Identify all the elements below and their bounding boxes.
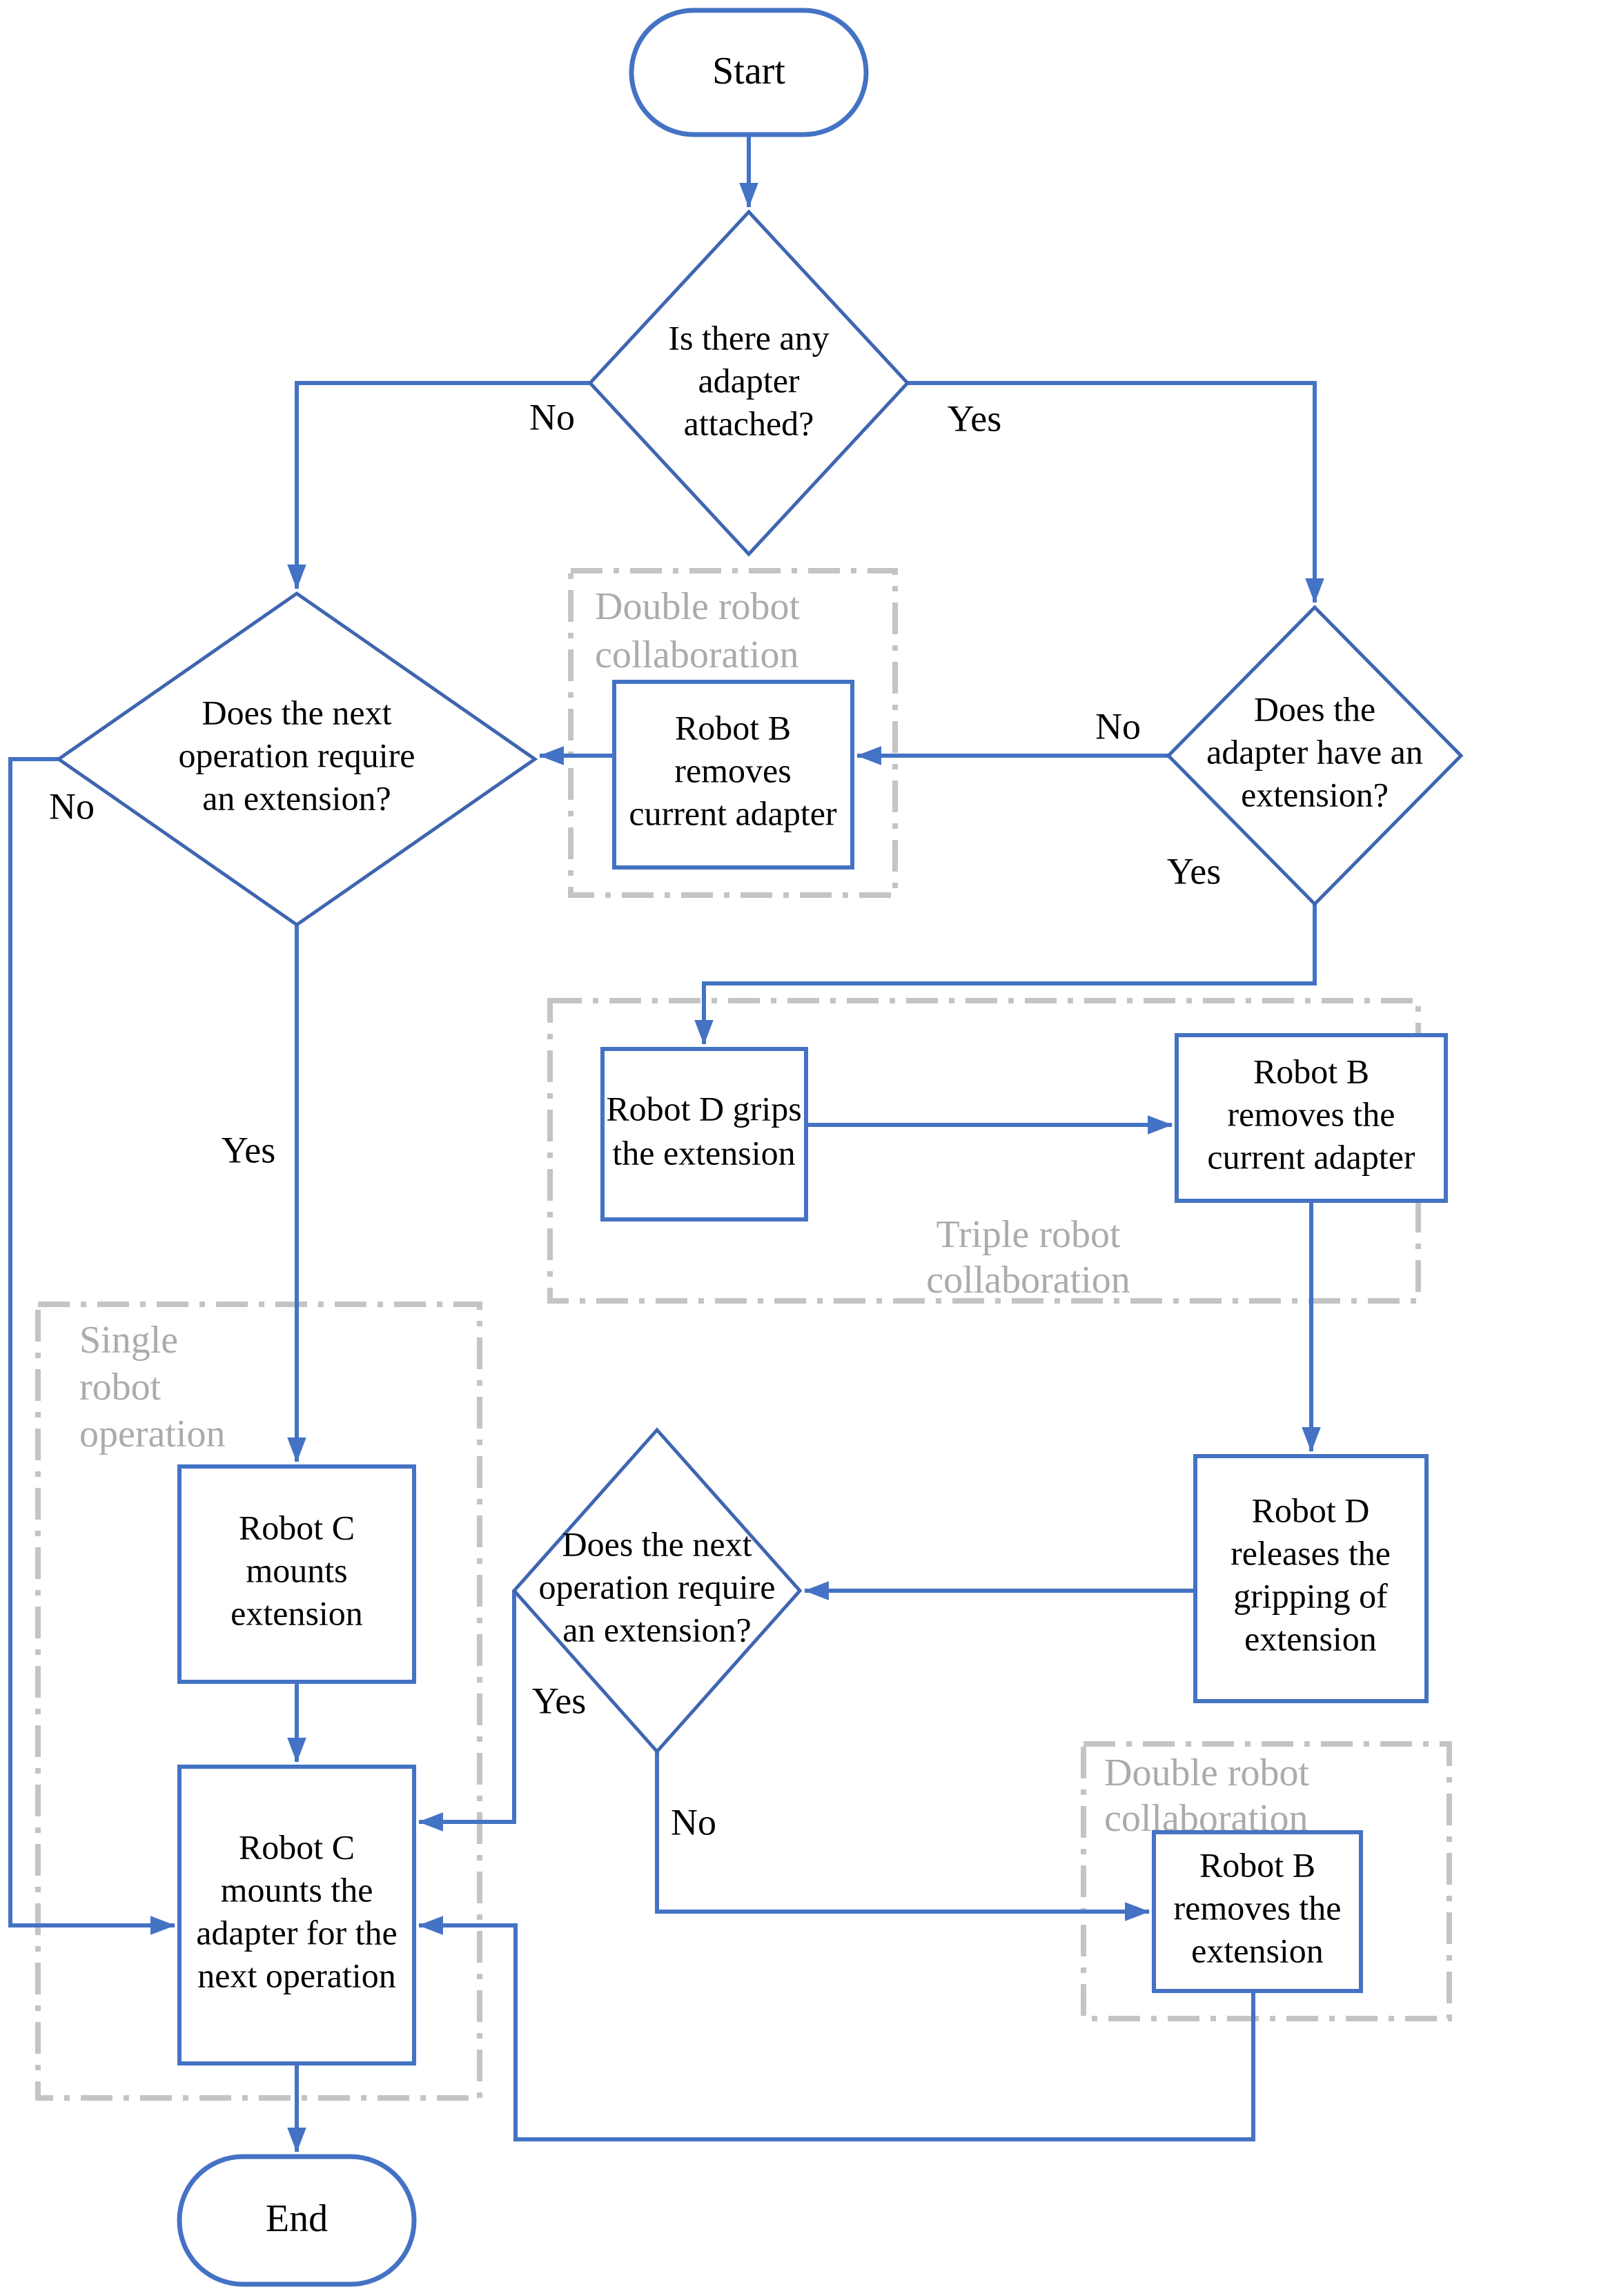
- decision-text-line: operation require: [179, 736, 415, 774]
- decision-text-line: extension?: [1241, 775, 1389, 814]
- edge-d1-yes-to-d3: [908, 381, 1324, 604]
- decision-text-line: adapter have an: [1206, 732, 1423, 771]
- decision-text-line: adapter: [698, 361, 799, 400]
- region-double-robot-collaboration-top: Double robot collaboration: [568, 568, 898, 898]
- edge-d3-yes-to-d-grips: [694, 904, 1317, 1046]
- decision-text-line: Does the: [1254, 689, 1375, 728]
- process-text-line: next operation: [197, 1956, 395, 1994]
- process-text-line: current adapter: [1207, 1137, 1415, 1176]
- process-text-line: the extension: [612, 1133, 795, 1172]
- region-border: [568, 568, 898, 898]
- start-label: Start: [712, 50, 785, 92]
- process-text-line: Robot D: [1252, 1491, 1370, 1529]
- process-text-line: mounts: [246, 1551, 347, 1589]
- start-shape: [629, 8, 869, 137]
- edge-label-yes: Yes: [1167, 850, 1222, 892]
- process-shape: [600, 1047, 808, 1221]
- region-label-line: Double robot: [1104, 1752, 1310, 1794]
- process-text-line: Robot C: [239, 1827, 355, 1866]
- region-single-robot-operation: Single robot operation: [35, 1302, 482, 2101]
- process-text-line: Robot B: [1199, 1845, 1315, 1884]
- decision-shape: [55, 591, 538, 928]
- process-text-line: releases the: [1230, 1533, 1391, 1572]
- decision-shape: [587, 209, 910, 557]
- region-label-line: collaboration: [926, 1259, 1130, 1302]
- edge-label-no: No: [1095, 705, 1141, 747]
- process-shape: [612, 680, 854, 870]
- process-shape: [1152, 1830, 1363, 1993]
- edge-label-yes: Yes: [948, 398, 1002, 439]
- end-label: End: [266, 2197, 328, 2240]
- process-robot-b-removes-current-adapter: Robot B removes current adapter: [612, 680, 854, 870]
- process-shape: [177, 1464, 416, 1684]
- decision-next-operation-extension-middle: Does the next operation require an exten…: [511, 1427, 803, 1754]
- process-text-line: Robot D grips: [606, 1089, 801, 1128]
- region-label-line: collaboration: [595, 634, 798, 676]
- region-triple-robot-collaboration: Triple robot collaboration: [547, 998, 1421, 1304]
- process-text-line: removes the: [1228, 1095, 1395, 1133]
- process-text-line: gripping of: [1233, 1576, 1388, 1615]
- edge-labels: No Yes No Yes No Yes Yes No: [49, 396, 1221, 1843]
- process-shape: [1175, 1033, 1448, 1203]
- process-text-line: Robot C: [239, 1508, 355, 1547]
- region-border: [1081, 1741, 1452, 2021]
- node-start: Start: [629, 8, 869, 137]
- process-text-line: current adapter: [629, 794, 837, 832]
- edge-label-yes: Yes: [532, 1680, 587, 1721]
- process-text-line: adapter for the: [196, 1913, 398, 1952]
- process-text-line: removes: [674, 751, 791, 789]
- region-double-robot-collaboration-bottom: Double robot collaboration: [1081, 1741, 1452, 2021]
- region-label-line: Single: [79, 1319, 178, 1362]
- region-label-line: robot: [79, 1366, 161, 1409]
- decision-text-line: an extension?: [562, 1610, 752, 1649]
- decision-shape: [1166, 605, 1464, 907]
- decision-text-line: attached?: [684, 404, 814, 442]
- edge-d1-no-to-d2: [287, 381, 590, 590]
- process-text-line: Robot B: [675, 708, 791, 747]
- region-label-line: Double robot: [595, 585, 801, 628]
- process-text-line: Robot B: [1253, 1052, 1369, 1090]
- process-shape: [1193, 1454, 1429, 1703]
- decision-adapter-has-extension: Does the adapter have an extension?: [1166, 605, 1464, 907]
- edge-d4-no-to-b-removes-extension: [655, 1752, 1150, 1921]
- process-robot-c-mounts-extension: Robot C mounts extension: [177, 1464, 416, 1684]
- decision-shape: [511, 1427, 803, 1754]
- decision-text-line: Does the next: [202, 693, 392, 732]
- process-robot-b-removes-extension: Robot B removes the extension: [1152, 1830, 1363, 1993]
- region-label-line: Triple robot: [936, 1213, 1121, 1256]
- process-shape: [177, 1765, 416, 2066]
- process-text-line: extension: [1244, 1619, 1377, 1658]
- edge-b-removes-extension-to-c-mounts-adapter: [418, 1916, 1255, 2141]
- process-text-line: extension: [231, 1593, 363, 1632]
- edge-d4-yes-to-c-mounts-adapter: [418, 1591, 516, 1832]
- decision-text-line: Is there any: [668, 318, 829, 357]
- edge-label-yes: Yes: [222, 1129, 276, 1170]
- decision-text-line: operation require: [539, 1567, 776, 1606]
- end-shape: [177, 2154, 417, 2287]
- decision-text-line: an extension?: [202, 778, 391, 817]
- decision-next-operation-extension-left: Does the next operation require an exten…: [55, 591, 538, 928]
- region-border: [35, 1302, 482, 2101]
- process-robot-d-releases-gripping: Robot D releases the gripping of extensi…: [1193, 1454, 1429, 1703]
- process-text-line: mounts the: [221, 1870, 373, 1909]
- edges: [8, 135, 1324, 2153]
- region-label-line: operation: [79, 1413, 225, 1455]
- process-robot-d-grips-extension: Robot D grips the extension: [600, 1047, 808, 1221]
- process-text-line: removes the: [1174, 1888, 1342, 1927]
- process-text-line: extension: [1191, 1931, 1324, 1970]
- process-robot-b-removes-the-current-adapter: Robot B removes the current adapter: [1175, 1033, 1448, 1203]
- node-end: End: [177, 2154, 417, 2287]
- edge-d2-no-to-c-mounts-adapter: [8, 757, 176, 1935]
- decision-adapter-attached: Is there any adapter attached?: [587, 209, 910, 557]
- edge-label-no: No: [49, 785, 95, 827]
- edge-label-no: No: [671, 1801, 716, 1843]
- edge-label-no: No: [529, 396, 575, 438]
- decision-text-line: Does the next: [562, 1524, 752, 1563]
- process-robot-c-mounts-adapter: Robot C mounts the adapter for the next …: [177, 1765, 416, 2066]
